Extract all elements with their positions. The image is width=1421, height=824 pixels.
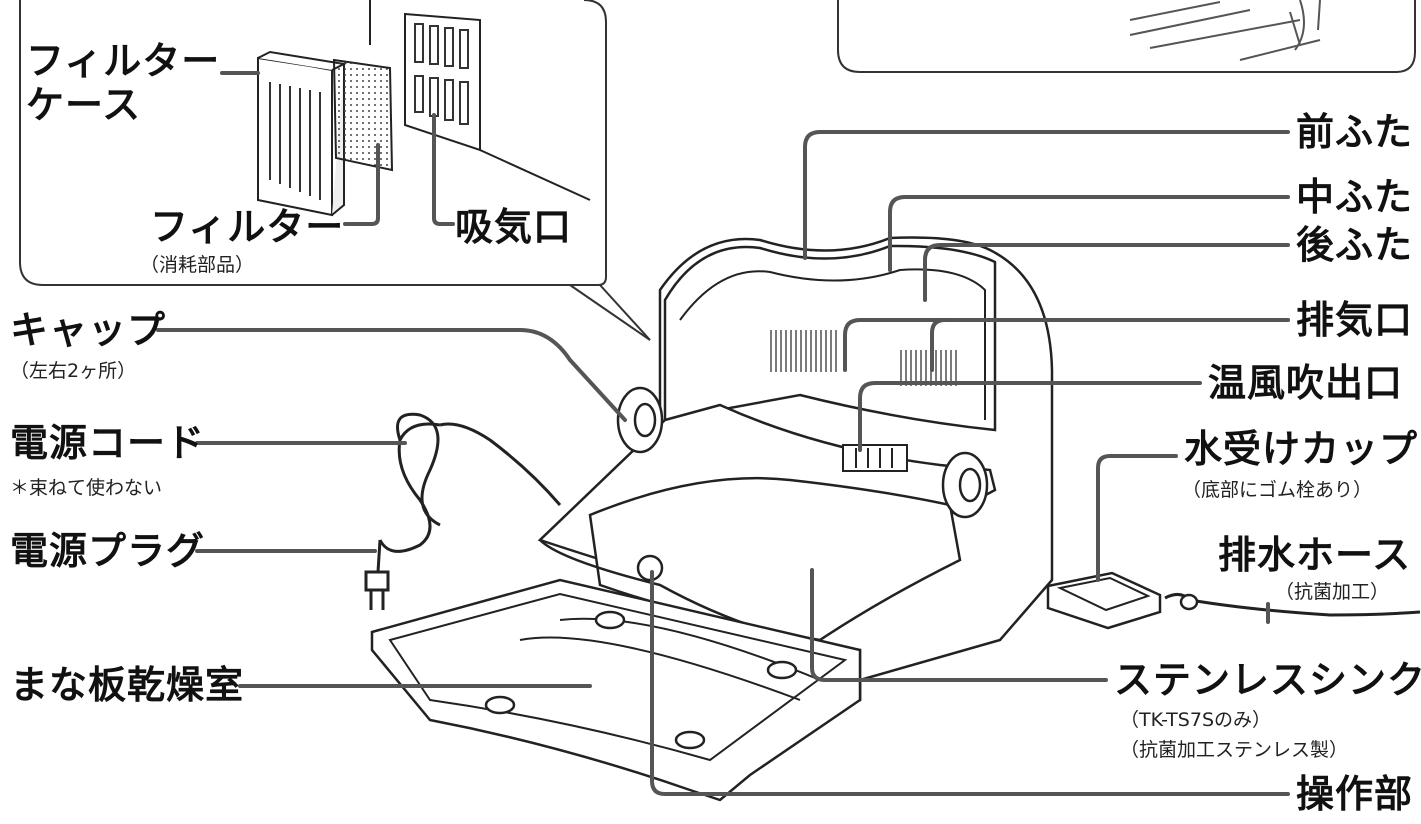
top-right-inset-box xyxy=(837,0,1416,73)
label-drain-hose-note: （抗菌加工） xyxy=(1275,581,1390,603)
label-filter: フィルター xyxy=(150,205,345,249)
label-filter-case: フィルター ケース xyxy=(26,39,221,127)
label-filter-case-text: フィルター ケース xyxy=(26,39,221,127)
label-exhaust: 排気口 xyxy=(1296,298,1414,342)
label-sink-note-2: （抗菌加工ステンレス製） xyxy=(1120,739,1349,761)
label-warm-air-outlet: 温風吹出口 xyxy=(1208,361,1404,405)
filter-case-drawing xyxy=(257,50,348,217)
power-cord-drawing xyxy=(364,412,562,610)
drawer-drawing xyxy=(370,578,862,802)
label-cap: キャップ xyxy=(10,308,167,352)
label-water-cup-note: （底部にゴム栓あり） xyxy=(1182,479,1373,501)
label-middle-lid: 中ふた xyxy=(1296,175,1414,219)
label-sink: ステンレスシンク xyxy=(1114,658,1421,702)
dryer-body-drawing xyxy=(537,236,1054,702)
label-drain-hose: 排水ホース xyxy=(1218,533,1412,577)
label-rear-lid: 後ふた xyxy=(1296,223,1414,267)
label-intake: 吸気口 xyxy=(455,205,573,249)
intake-grille-drawing xyxy=(369,0,591,201)
label-power-cord: 電源コード xyxy=(10,421,206,465)
label-control: 操作部 xyxy=(1296,772,1414,816)
label-cap-note: （左右2ヶ所） xyxy=(10,360,137,382)
label-sink-note-1: （TK-TS7Sのみ） xyxy=(1120,709,1271,731)
label-power-cord-note: ＊束ねて使わない xyxy=(10,477,163,499)
label-water-cup: 水受けカップ xyxy=(1184,427,1419,471)
filter-inset-box xyxy=(19,0,651,341)
label-front-lid: 前ふた xyxy=(1296,110,1414,154)
filter-pad-drawing xyxy=(332,58,394,172)
leader-lines xyxy=(156,71,1290,796)
label-board-dryer: まな板乾燥室 xyxy=(10,663,245,707)
label-power-plug: 電源プラグ xyxy=(10,529,206,573)
label-filter-note: （消耗部品） xyxy=(140,254,255,276)
